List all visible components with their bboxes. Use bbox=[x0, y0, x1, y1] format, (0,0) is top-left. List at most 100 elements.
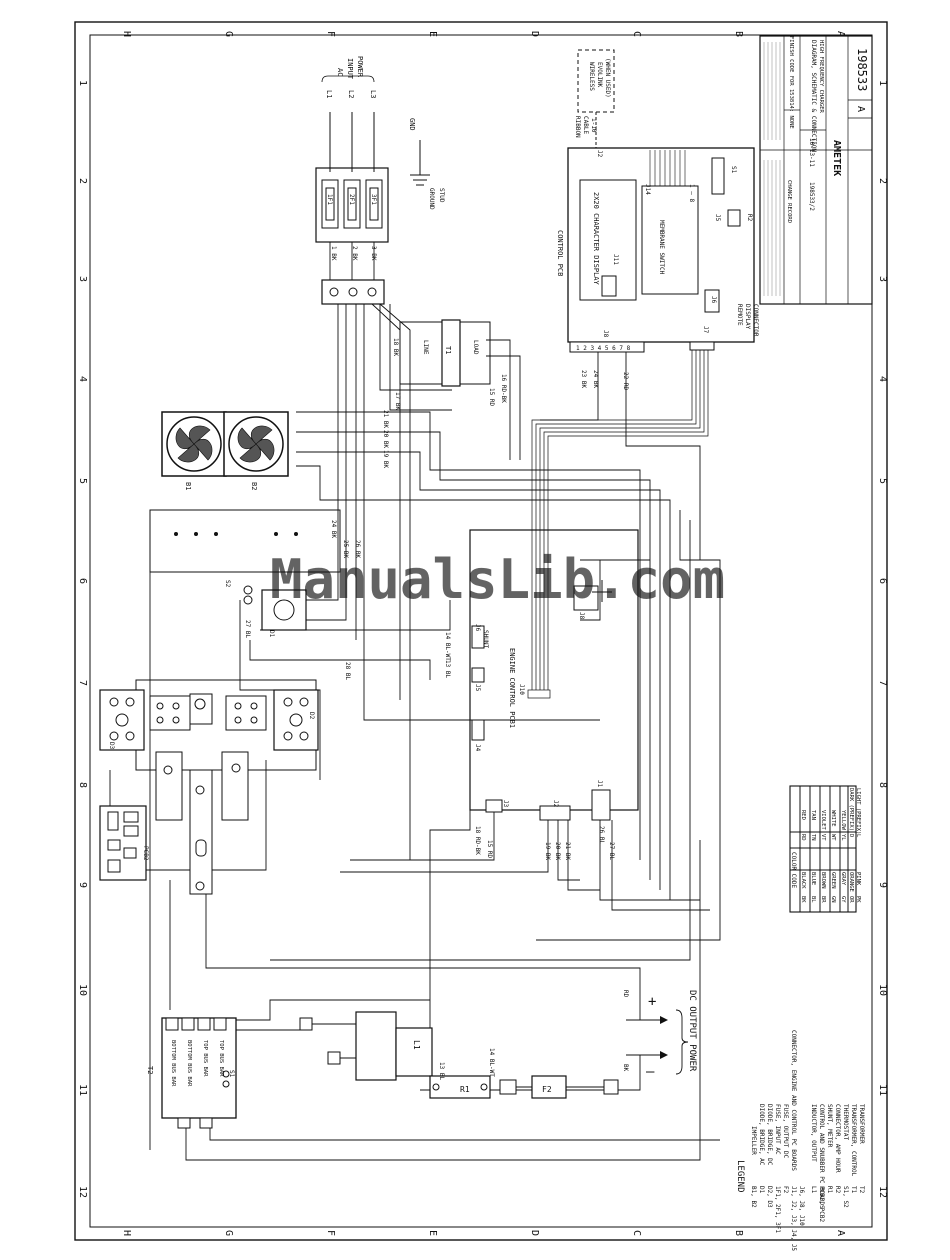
svg-text:18 RD-BK: 18 RD-BK bbox=[474, 826, 481, 855]
svg-text:L: L bbox=[855, 834, 861, 838]
svg-text:CONNECTOR, ENGINE AND CONTROL: CONNECTOR, ENGINE AND CONTROL PC BOARDS bbox=[790, 1030, 797, 1171]
svg-text:LOAD: LOAD bbox=[472, 340, 479, 355]
svg-text:POWER: POWER bbox=[356, 56, 364, 78]
svg-text:(WHEN USED): (WHEN USED) bbox=[604, 58, 611, 98]
svg-text:12: 12 bbox=[77, 1186, 88, 1198]
fuse-2f1 bbox=[343, 179, 361, 229]
svg-text:13 BL: 13 BL bbox=[444, 660, 451, 678]
svg-text:F: F bbox=[325, 1230, 336, 1236]
svg-text:J2: J2 bbox=[552, 800, 559, 808]
svg-text:+: + bbox=[648, 994, 656, 1010]
svg-text:BOTTOM BUS BAR: BOTTOM BUS BAR bbox=[170, 1040, 176, 1087]
svg-text:F2: F2 bbox=[542, 1085, 552, 1094]
svg-text:WIRELESS: WIRELESS bbox=[588, 62, 595, 91]
svg-text:4: 4 bbox=[77, 376, 88, 382]
svg-text:T2: T2 bbox=[146, 1066, 154, 1074]
svg-text:5: 5 bbox=[77, 478, 88, 484]
svg-text:PCB1, PCB2: PCB1, PCB2 bbox=[818, 1186, 825, 1223]
svg-text:LIGHT (PREFIX): LIGHT (PREFIX) bbox=[855, 788, 861, 834]
zone-numbers-right: 1 2 3 4 5 6 7 8 9 10 11 12 bbox=[877, 80, 888, 1198]
svg-text:9: 9 bbox=[877, 882, 888, 888]
svg-text:4: 4 bbox=[877, 376, 888, 382]
svg-text:CHANGE RECORD: CHANGE RECORD bbox=[786, 180, 792, 223]
membrane-ribbon bbox=[649, 150, 686, 186]
svg-text:D: D bbox=[848, 834, 854, 837]
svg-text:INPUT: INPUT bbox=[346, 58, 354, 80]
svg-text:DIODE, BRIDGE, DC: DIODE, BRIDGE, DC bbox=[766, 1104, 773, 1166]
svg-text:20 BK: 20 BK bbox=[554, 842, 561, 860]
svg-text:FUSE, OUTPUT DC: FUSE, OUTPUT DC bbox=[782, 1104, 789, 1159]
svg-text:BK: BK bbox=[800, 896, 806, 903]
svg-text:BLUE: BLUE bbox=[810, 872, 816, 885]
svg-text:26 BK: 26 BK bbox=[354, 540, 361, 558]
svg-text:11: 11 bbox=[877, 1084, 888, 1096]
svg-text:AC: AC bbox=[336, 68, 344, 76]
fan-b1: B1 bbox=[161, 411, 227, 490]
svg-text:L3: L3 bbox=[369, 90, 377, 98]
svg-text:RIBBON: RIBBON bbox=[574, 116, 581, 138]
svg-text:GRAY: GRAY bbox=[840, 872, 846, 886]
svg-text:E: E bbox=[427, 1230, 438, 1236]
svg-text:S1: S1 bbox=[730, 166, 737, 174]
svg-text:10: 10 bbox=[877, 984, 888, 996]
wire-network bbox=[109, 242, 721, 1161]
svg-text:B2: B2 bbox=[250, 482, 258, 490]
svg-text:19 BK: 19 BK bbox=[544, 842, 551, 860]
svg-text:D: D bbox=[529, 31, 540, 37]
svg-text:L1: L1 bbox=[810, 1186, 817, 1194]
svg-text:L2: L2 bbox=[347, 90, 355, 98]
svg-text:TOP BUS BAR: TOP BUS BAR bbox=[218, 1040, 224, 1077]
svg-text:15 RD: 15 RD bbox=[488, 388, 495, 406]
svg-text:RD: RD bbox=[800, 834, 806, 841]
sheet-border bbox=[74, 21, 888, 1241]
svg-text:21 BK: 21 BK bbox=[564, 842, 571, 860]
svg-text:S1: S1 bbox=[228, 1070, 235, 1078]
ground-stud: GND GROUND STUD bbox=[408, 118, 445, 210]
svg-text:C: C bbox=[631, 1230, 642, 1236]
zone-numbers-left: 1 2 3 4 5 6 7 8 9 10 11 12 bbox=[77, 80, 88, 1198]
svg-text:J6: J6 bbox=[474, 624, 481, 632]
svg-text:7: 7 bbox=[77, 680, 88, 686]
svg-text:26 BL: 26 BL bbox=[598, 826, 605, 844]
svg-text:TOP BUS BAR: TOP BUS BAR bbox=[202, 1040, 208, 1077]
svg-text:G: G bbox=[223, 1230, 234, 1236]
fan-b2: B2 bbox=[223, 411, 289, 490]
svg-text:GN: GN bbox=[830, 896, 836, 903]
svg-text:FUSE, INPUT AC: FUSE, INPUT AC bbox=[774, 1104, 781, 1155]
output-inductor-l1: L1 bbox=[299, 1011, 433, 1081]
svg-text:J1: J1 bbox=[596, 780, 603, 788]
svg-text:28 BL: 28 BL bbox=[344, 662, 351, 680]
svg-text:T1: T1 bbox=[850, 1186, 857, 1194]
svg-text:HIGH FREQUENCY CHARGER: HIGH FREQUENCY CHARGER bbox=[818, 40, 824, 114]
svg-text:11: 11 bbox=[77, 1084, 88, 1096]
svg-text:1: 1 bbox=[77, 80, 88, 86]
svg-text:14 BL-WT: 14 BL-WT bbox=[444, 632, 451, 661]
svg-text:10-13-11: 10-13-11 bbox=[808, 138, 815, 167]
ribbon-cable bbox=[527, 350, 709, 699]
svg-text:WHITE: WHITE bbox=[830, 810, 836, 827]
svg-text:J2: J2 bbox=[596, 150, 603, 158]
svg-text:8: 8 bbox=[77, 782, 88, 788]
input-fuse-block: 1F1 2F1 3F1 bbox=[315, 167, 389, 243]
svg-text:F2: F2 bbox=[782, 1186, 789, 1194]
svg-text:13 BL: 13 BL bbox=[438, 1062, 445, 1080]
svg-text:J3: J3 bbox=[502, 800, 509, 808]
svg-text:R2: R2 bbox=[746, 214, 753, 222]
svg-text:A: A bbox=[855, 106, 866, 112]
svg-text:R1: R1 bbox=[826, 1186, 833, 1194]
svg-text:YL: YL bbox=[840, 834, 846, 841]
svg-text:CONNECTOR: CONNECTOR bbox=[752, 304, 759, 337]
svg-text:BROWN: BROWN bbox=[820, 872, 826, 889]
svg-text:F: F bbox=[325, 31, 336, 37]
svg-text:B1, B2: B1, B2 bbox=[750, 1186, 757, 1208]
svg-text:23 BK: 23 BK bbox=[580, 370, 587, 388]
svg-text:L1: L1 bbox=[412, 1040, 421, 1050]
svg-text:7: 7 bbox=[877, 680, 888, 686]
svg-text:J8: J8 bbox=[578, 612, 585, 620]
impeller-fans: B1 B2 bbox=[161, 411, 289, 490]
fuse-3f1 bbox=[365, 179, 383, 229]
svg-text:2 BK: 2 BK bbox=[351, 246, 358, 261]
svg-text:6: 6 bbox=[77, 578, 88, 584]
svg-text:J5: J5 bbox=[474, 684, 481, 692]
